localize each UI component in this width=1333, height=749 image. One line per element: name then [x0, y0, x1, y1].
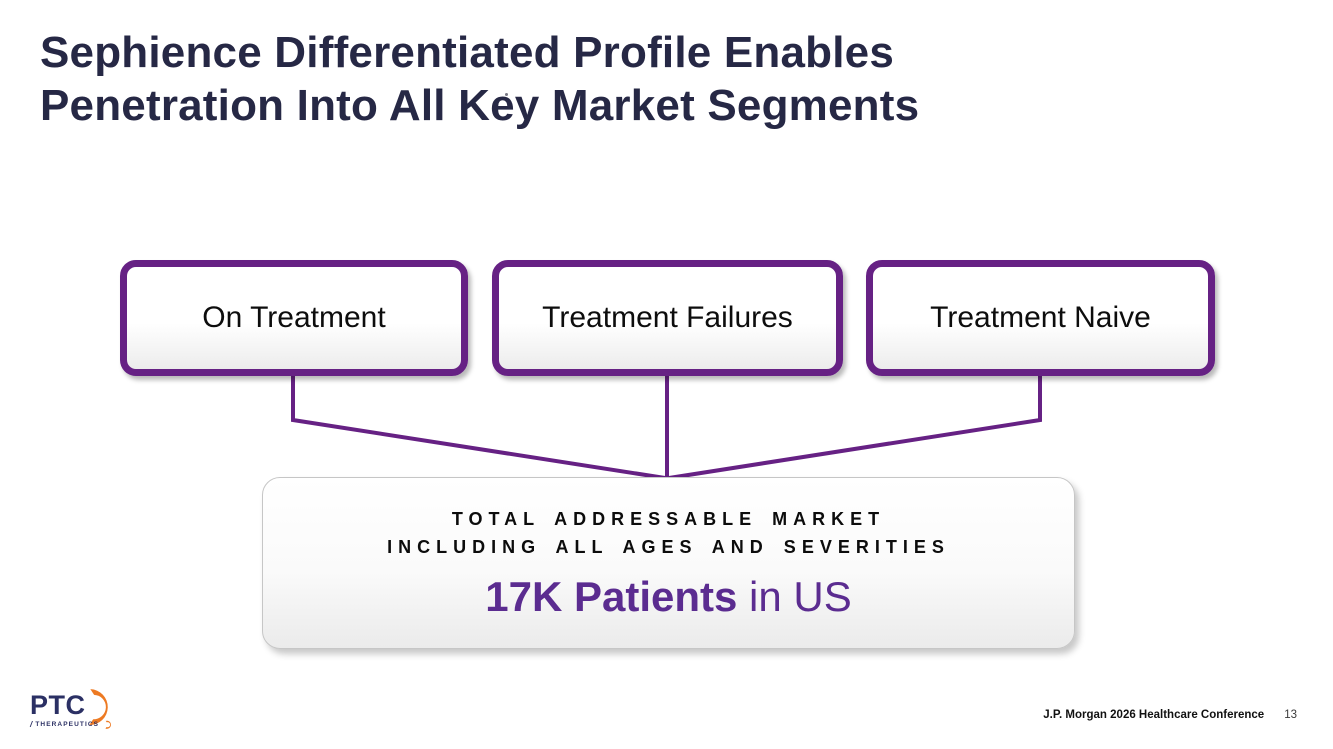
segment-label: On Treatment [202, 301, 386, 334]
total-addressable-market-box: TOTAL ADDRESSABLE MARKET INCLUDING ALL A… [262, 477, 1075, 649]
tam-value: 17K Patients in US [485, 573, 851, 621]
segment-label: Treatment Naive [930, 301, 1151, 334]
connector-left [291, 374, 666, 480]
segment-box-treatment-failures: Treatment Failures [492, 260, 843, 376]
slide-title-line1: Sephience Differentiated Profile Enables [40, 28, 895, 77]
ptc-logo-slash: / [30, 720, 34, 729]
ptc-logo-subline: / THERAPEUTICS [30, 720, 112, 729]
tam-heading-line1: TOTAL ADDRESSABLE MARKET [451, 509, 886, 529]
slide-title: Sephience Differentiated Profile Enables… [40, 26, 919, 132]
segment-box-treatment-naive: Treatment Naive [866, 260, 1215, 376]
ptc-logo-subtext: THERAPEUTICS [35, 721, 100, 728]
ptc-therapeutics-logo: PTC / THERAPEUTICS [28, 689, 124, 738]
segment-box-on-treatment: On Treatment [120, 260, 468, 376]
conference-name: J.P. Morgan 2026 Healthcare Conference [1043, 709, 1265, 721]
connector-right [668, 374, 1042, 480]
stray-mark [505, 93, 508, 96]
tam-value-patients: 17K Patients [485, 573, 738, 620]
slide-title-line2: Penetration Into All Key Market Segments [40, 81, 920, 130]
ptc-swoosh-icon [89, 689, 108, 725]
segment-label: Treatment Failures [542, 301, 793, 334]
page-number: 13 [1284, 709, 1297, 721]
slide-footer: J.P. Morgan 2026 Healthcare Conference 1… [1043, 709, 1297, 721]
ptc-logo-text: PTC [30, 690, 86, 720]
tam-value-region: in US [737, 573, 852, 620]
tam-heading-line2: INCLUDING ALL AGES AND SEVERITIES [387, 537, 950, 557]
ptc-mini-swoosh-icon [105, 720, 112, 729]
